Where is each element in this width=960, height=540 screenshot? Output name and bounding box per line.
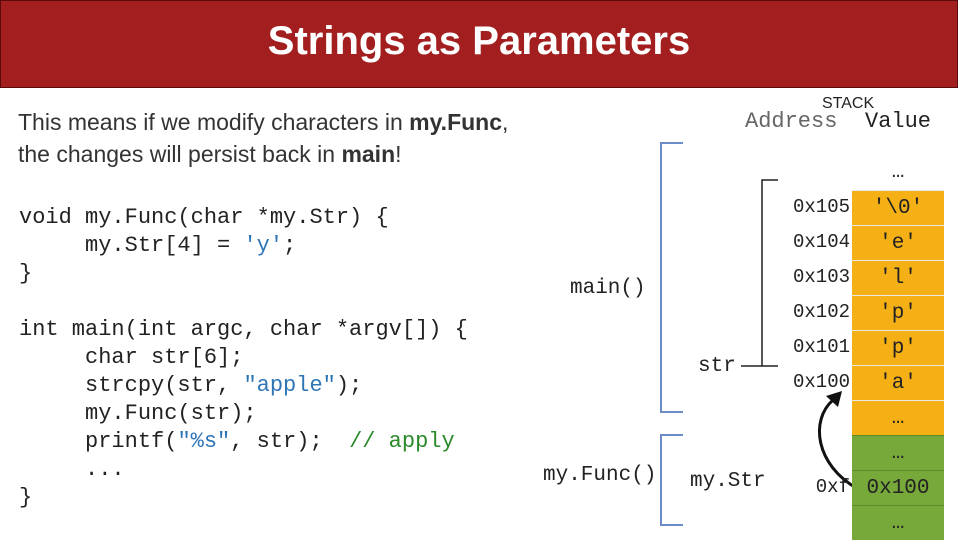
- stack-address: 0xf: [815, 476, 850, 498]
- stack-title: STACK: [822, 95, 875, 112]
- code-line-5: char str[6];: [19, 345, 244, 370]
- code-line-4: int main(int argc, char *argv[]) {: [19, 317, 468, 342]
- code-line-6: strcpy(str, "apple");: [19, 373, 362, 398]
- arrow-head-icon: [826, 391, 842, 407]
- code-comment: // apply: [349, 429, 455, 454]
- intro-text: This means if we modify characters in my…: [18, 106, 508, 170]
- stack-cell: 'p': [852, 295, 944, 330]
- code-line-10: }: [19, 485, 33, 510]
- intro-line-2-text: the changes will persist back in: [18, 141, 342, 167]
- myfunc-code-block: void my.Func(char *my.Str) { my.Str[4] =…: [19, 204, 389, 288]
- main-code-block: int main(int argc, char *argv[]) { char …: [19, 316, 468, 512]
- string-literal-apple: "apple": [243, 373, 336, 398]
- code-line-2-text: my.Str[4] =: [19, 233, 244, 258]
- stack-address: 0x102: [792, 301, 850, 323]
- intro-line-1-bold: my.Func: [409, 109, 503, 135]
- code-line-8: printf("%s", str); // apply: [19, 429, 455, 454]
- page-title: Strings as Parameters: [267, 19, 691, 63]
- stack-cell: …: [852, 505, 944, 540]
- str-bracket: [761, 179, 778, 367]
- str-variable-label: str: [698, 355, 736, 378]
- stack-cell: 0x100: [852, 470, 944, 505]
- intro-line-2-bold: main: [341, 141, 396, 167]
- value-header: Value: [865, 109, 932, 134]
- code-line-3: }: [19, 261, 33, 286]
- intro-line-1-text: This means if we modify characters in: [18, 109, 410, 135]
- code-line-7: my.Func(str);: [19, 401, 257, 426]
- stack-cell: …: [852, 155, 944, 190]
- code-line-2-end: ;: [283, 233, 297, 258]
- stack-cell: 'a': [852, 365, 944, 400]
- stack-cell: 'p': [852, 330, 944, 365]
- stack-address: 0x101: [792, 336, 850, 358]
- code-line-6-end: );: [335, 373, 363, 398]
- intro-line-1-end: ,: [502, 109, 509, 135]
- stack-address: 0x104: [792, 231, 850, 253]
- code-line-8-text: printf(: [19, 429, 178, 454]
- code-line-8-mid: , str);: [230, 429, 350, 454]
- mystr-variable-label: my.Str: [690, 470, 766, 493]
- stack-cell: 'l': [852, 260, 944, 295]
- title-bar: Strings as Parameters: [0, 0, 958, 88]
- code-line-1: void my.Func(char *my.Str) {: [19, 205, 389, 230]
- stack-address: 0x105: [792, 196, 850, 218]
- myfunc-frame-bracket: [660, 434, 683, 526]
- stack-cell: …: [852, 435, 944, 470]
- code-line-2: my.Str[4] = 'y';: [19, 233, 296, 258]
- pointer-arrow: [818, 398, 859, 491]
- code-line-6-text: strcpy(str,: [19, 373, 244, 398]
- intro-line-1: This means if we modify characters in my…: [18, 106, 508, 138]
- format-string-literal: "%s": [177, 429, 231, 454]
- main-frame-bracket: [660, 142, 683, 413]
- code-line-9: ...: [19, 457, 125, 482]
- stack-address: 0x100: [792, 371, 850, 393]
- stack-address: 0x103: [792, 266, 850, 288]
- main-frame-label: main(): [570, 277, 646, 300]
- stack-cell: 'e': [852, 225, 944, 260]
- intro-line-2: the changes will persist back in main!: [18, 138, 508, 170]
- myfunc-frame-label: my.Func(): [543, 464, 657, 487]
- stack-cell: …: [852, 400, 944, 435]
- char-literal: 'y': [243, 233, 284, 258]
- stack-cell: '\0': [852, 190, 944, 225]
- intro-line-2-end: !: [395, 141, 402, 167]
- address-header: Address: [745, 109, 838, 134]
